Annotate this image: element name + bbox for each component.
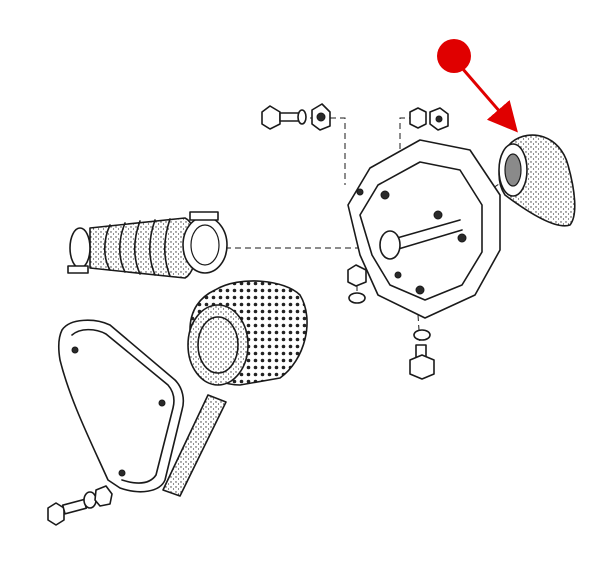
cover-plate: [57, 319, 185, 493]
intake-hose: [67, 211, 228, 279]
seal-strip: [162, 394, 227, 497]
bolt-bottom-left: [47, 485, 113, 526]
nut-top-right: [409, 107, 449, 131]
red-pin-icon: [437, 39, 471, 73]
nut-mid: [347, 264, 367, 304]
bolt-top-left: [261, 103, 331, 131]
filter-element: [187, 280, 308, 386]
intake-cap[interactable]: [498, 134, 576, 227]
highlight-marker: [437, 39, 518, 133]
bolt-bottom: [409, 329, 435, 380]
fasteners: [47, 103, 449, 526]
filter-housing: [347, 139, 501, 319]
